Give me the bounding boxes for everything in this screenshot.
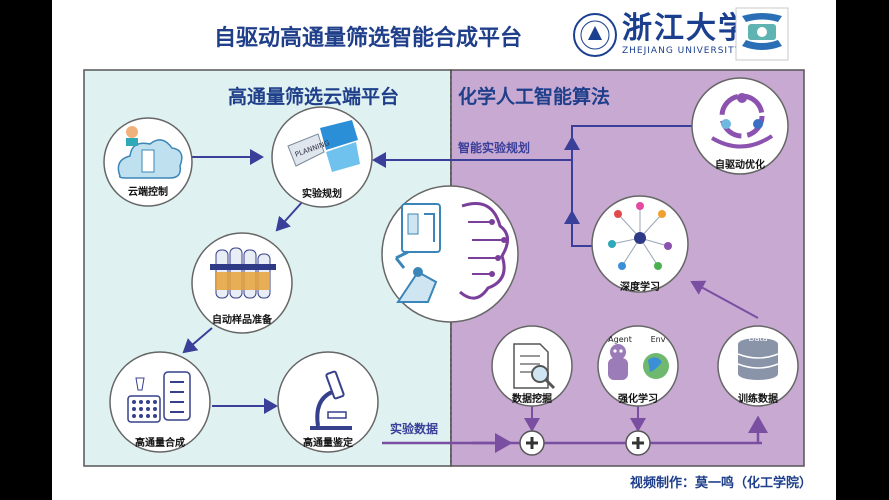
label-ht-synthesis: 高通量合成 [135,438,185,449]
arrow-planning-to-prep [275,199,305,232]
label-self-optimization: 自驱动优化 [715,160,765,171]
label-deep-learning: 深度学习 [620,282,660,293]
node-data-mining [491,325,573,407]
node-self-optimization [691,77,789,175]
node-training-data: Data [717,325,799,407]
data-db-label: Data [748,334,767,343]
university-logo: 浙江大学 ZHEJIANG UNIVERSITY [622,11,750,57]
node-deep-learning [591,195,689,293]
label-experiment-planning: 实验规划 [302,189,342,200]
label-cloud-control: 云端控制 [128,187,168,198]
node-ht-identification [277,351,379,453]
label-sample-prep: 自动样品准备 [212,315,272,326]
env-label: Env [651,335,666,344]
node-sample-prep [191,232,293,334]
node-ai-core [381,185,519,323]
university-name-cn: 浙江大学 [622,11,750,46]
video-credit: 视频制作：莫一鸣（化工学院） [630,476,813,491]
node-cloud-control [103,117,193,207]
merge-node-2 [625,430,651,456]
diagram-canvas: PLANNING [83,69,805,467]
edge-label-data: 实验数据 [390,422,439,436]
agent-label: Agent [608,335,632,344]
college-emblem-icon [735,7,789,61]
arrow-prep-to-synthesis [182,327,213,354]
edge-label-planning: 智能实验规划 [458,141,531,155]
label-ht-identification: 高通量鉴定 [303,438,353,449]
node-ht-synthesis [109,351,211,453]
university-name-en: ZHEJIANG UNIVERSITY [622,46,742,56]
arrow-deep-to-loop [571,160,600,247]
merge-node-1 [519,430,545,456]
label-training-data: 训练数据 [738,394,778,405]
slide: 自驱动高通量筛选智能合成平台 浙江大学 ZHEJIANG UNIVERSITY [52,0,836,500]
label-reinforcement-learning: 强化学习 [618,394,658,405]
ai-panel-title: 化学人工智能算法 [458,86,611,108]
node-reinforcement-learning: Agent Env [597,325,679,407]
page-title: 自驱动高通量筛选智能合成平台 [214,26,523,51]
label-data-mining: 数据挖掘 [512,394,552,405]
cloud-panel-title: 高通量筛选云端平台 [228,86,400,108]
university-seal-icon [573,13,617,57]
node-experiment-planning: PLANNING [271,106,373,208]
